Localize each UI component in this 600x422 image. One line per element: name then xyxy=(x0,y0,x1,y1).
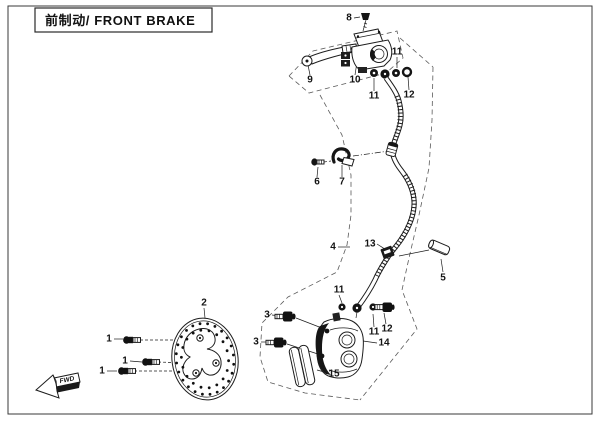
caliper-bolt-part-3 xyxy=(274,311,296,322)
banjo-bolt-part-12 xyxy=(374,302,395,312)
clamp-bracket-part-7 xyxy=(331,147,355,167)
part-label-8: 8 xyxy=(346,13,352,24)
bracket-bolt-part-6 xyxy=(311,158,325,166)
brake-disc-part-2 xyxy=(171,317,239,401)
part-label-9: 9 xyxy=(307,75,313,86)
brake-pads-part-15 xyxy=(288,344,316,388)
part-label-11: 11 xyxy=(334,285,345,296)
diagram-title-box: 前制动/ FRONT BRAKE xyxy=(34,7,213,33)
hose-eye-top xyxy=(380,69,390,79)
part-label-3: 3 xyxy=(253,337,259,348)
part-label-12: 12 xyxy=(381,324,393,335)
hose-clamp-part-13 xyxy=(380,245,395,259)
phantom-outlines xyxy=(259,30,434,401)
cap-screw-part-8 xyxy=(361,13,370,32)
leader-lines xyxy=(107,16,444,374)
caliper-bolt-part-3 xyxy=(265,337,287,348)
part-label-4: 4 xyxy=(330,242,336,253)
braided-section-lower xyxy=(374,173,417,278)
part-label-11: 11 xyxy=(392,47,403,58)
brake-caliper-part-14 xyxy=(315,311,364,379)
disc-bolt-part-1 xyxy=(142,358,160,366)
sealing-ring-part-12 xyxy=(401,66,413,78)
part-label-7: 7 xyxy=(339,177,345,188)
part-label-10: 10 xyxy=(349,75,361,86)
disc-bolt-part-1 xyxy=(123,336,141,344)
hose-guide-sleeve-part-5 xyxy=(428,239,451,256)
disc-mount-holes xyxy=(192,334,220,377)
braided-section-upper xyxy=(391,95,403,144)
banjo-washers-top-part-11 xyxy=(370,69,400,77)
part-label-2: 2 xyxy=(201,298,207,309)
part-label-1: 1 xyxy=(106,334,112,345)
part-label-11: 11 xyxy=(369,327,380,338)
brake-hose-part-4 xyxy=(355,76,417,309)
disc-inner-cutout xyxy=(182,328,222,380)
part-label-13: 13 xyxy=(364,239,376,250)
part-label-15: 15 xyxy=(328,369,340,380)
fwd-label: FWD xyxy=(59,375,75,385)
fwd-arrow: FWD xyxy=(35,372,81,399)
part-label-1: 1 xyxy=(122,356,128,367)
part-label-14: 14 xyxy=(378,338,390,349)
part-label-5: 5 xyxy=(440,273,446,284)
part-label-1: 1 xyxy=(99,366,105,377)
part-label-12: 12 xyxy=(403,90,415,101)
disc-drill-holes xyxy=(174,322,236,396)
diagram-title: 前制动/ FRONT BRAKE xyxy=(45,13,195,28)
part-label-11: 11 xyxy=(369,91,380,102)
drawing-frame xyxy=(7,5,593,415)
part-label-3: 3 xyxy=(264,310,270,321)
disc-bolt-part-1 xyxy=(118,367,136,375)
master-cylinder-part-10 xyxy=(341,28,393,73)
part-label-6: 6 xyxy=(314,177,320,188)
hose-grommet xyxy=(385,141,399,158)
hose-eye-caliper xyxy=(352,303,362,313)
